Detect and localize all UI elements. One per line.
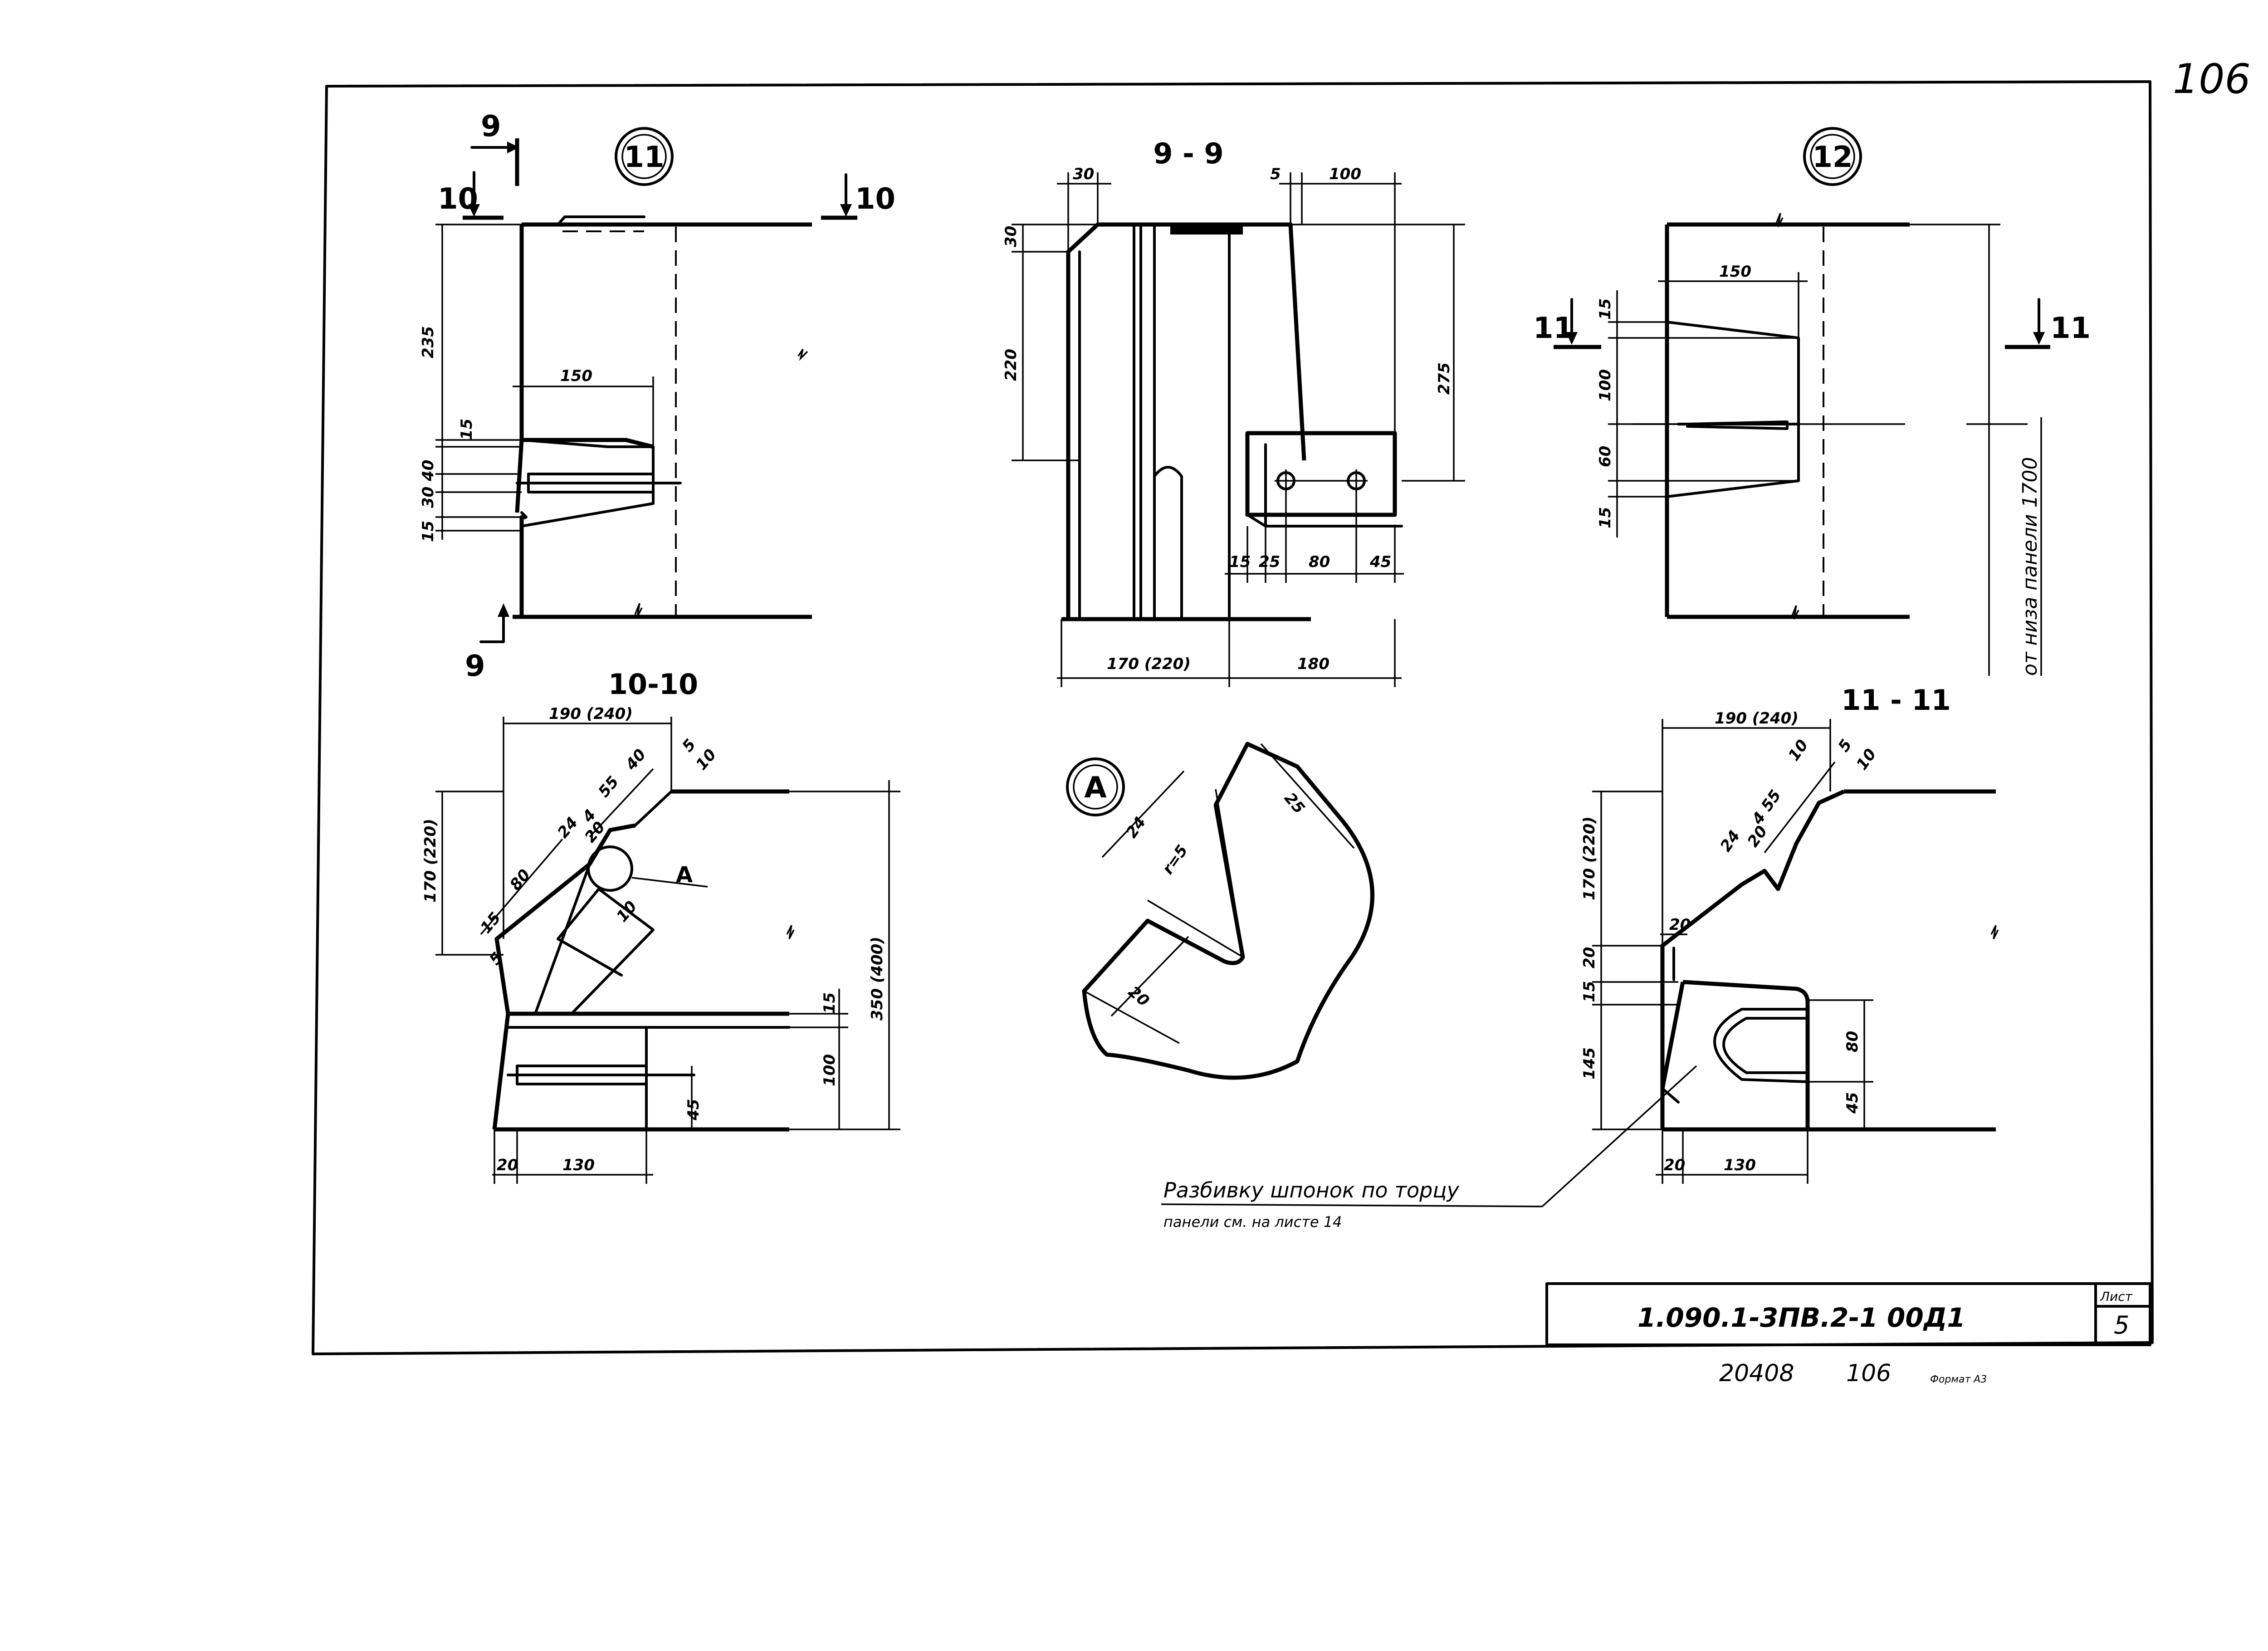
dim-20-s10: 20: [497, 1156, 518, 1174]
dim-4-55-s11: 4 55: [1748, 786, 1785, 828]
dim-170-220-s10: 170 (220): [421, 819, 440, 903]
dim-24-a: 24: [1123, 813, 1150, 841]
dim-10-incl-s11: 10: [1853, 745, 1880, 773]
dim-30-left: 30: [1002, 226, 1020, 247]
section-9-9-title: 9 - 9: [1153, 137, 1223, 170]
dim-20-a: 20: [1124, 982, 1153, 1010]
dim-190-240-s10: 190 (240): [549, 705, 633, 723]
view-section-10-10: 10-10 А 190 (240) 170 (220) 350 (400): [421, 668, 900, 1184]
node-11-label: 11: [624, 141, 664, 174]
dim-100-n12: 100: [1596, 369, 1614, 401]
dim-15-s10: 15: [821, 992, 839, 1014]
dim-20-s11-left: 20: [1580, 947, 1598, 968]
dim-15-b: 15: [419, 521, 437, 542]
dim-80-s10: 80: [506, 866, 534, 894]
dim-24-s11: 24: [1717, 827, 1744, 855]
cut-mark-10-right: 10: [855, 182, 895, 216]
dim-130-s11: 130: [1724, 1156, 1756, 1174]
dim-145-s11: 145: [1580, 1047, 1598, 1080]
dim-190-240-s11: 190 (240): [1715, 709, 1799, 728]
node-a-label: А: [1084, 771, 1107, 805]
dim-5-s10: 5: [679, 736, 699, 756]
dim-5-s11: 5: [1835, 736, 1856, 755]
drawing-designation: 1.090.1-3ПВ.2-1 00Д1: [1637, 1302, 1965, 1333]
dim-15-n12-a: 15: [1596, 298, 1614, 320]
dim-20-s11-bottom: 20: [1664, 1156, 1685, 1174]
dim-25-plate: 25: [1259, 553, 1280, 571]
dim-275: 275: [1435, 362, 1453, 395]
dim-80-plate: 80: [1309, 553, 1330, 571]
dim-350-400: 350 (400): [868, 937, 886, 1021]
dim-15-plate: 15: [1229, 553, 1251, 571]
section-11-11-title: 11 - 11: [1841, 684, 1950, 717]
format-label: Формат А3: [1930, 1374, 1987, 1385]
note-shear-keys: Разбивку шпонок по торцу панели см. на л…: [1161, 1065, 1697, 1231]
dim-100-top: 100: [1329, 165, 1361, 183]
footer: 20408 106 Формат А3: [1719, 1360, 1987, 1387]
dim-150-node11: 150: [560, 367, 592, 385]
dim-15-n12-b: 15: [1596, 507, 1614, 528]
drawing-frame: [312, 80, 2154, 1355]
note-line-1: Разбивку шпонок по торцу: [1163, 1178, 1460, 1202]
cut-mark-9-top: 9: [481, 110, 501, 143]
dim-170-220-s11: 170 (220): [1580, 816, 1598, 900]
view-node-12: 12 11 11 15 100 60 15 150: [1533, 127, 2091, 676]
view-node-a: А 24 r=5 25 20: [1066, 742, 1374, 1080]
cut-mark-11-left: 11: [1533, 312, 1574, 345]
dim-45-s11: 45: [1843, 1092, 1862, 1114]
side-note-from-panel-bottom: от низа панели 1700: [2019, 457, 2042, 676]
dim-5-incl-s10: 5: [486, 949, 507, 969]
dim-15-s11: 15: [1580, 981, 1598, 1002]
dim-25-a: 25: [1281, 789, 1308, 817]
dim-10-s11: 10: [1785, 736, 1812, 764]
callout-a-10-10: А: [676, 862, 693, 888]
dim-130-s10: 130: [562, 1156, 595, 1174]
section-10-10-title: 10-10: [608, 668, 698, 701]
view-node-11: 11 9 10 10: [419, 110, 895, 683]
dim-220: 220: [1002, 349, 1020, 381]
dim-24-s10: 24: [554, 814, 582, 842]
cut-mark-9-bottom: 9: [465, 650, 485, 683]
sheet-label: Лист: [2100, 1289, 2133, 1304]
dim-30-top: 30: [1073, 165, 1094, 183]
cut-mark-11-right: 11: [2050, 312, 2091, 345]
title-block: 1.090.1-3ПВ.2-1 00Д1 Лист 5: [1545, 1282, 2151, 1346]
dim-100-s10: 100: [821, 1054, 839, 1086]
dim-180: 180: [1297, 655, 1330, 673]
dim-30-40: 30 40: [419, 460, 437, 508]
copy-number: 106: [1846, 1360, 1891, 1387]
dim-80-s11: 80: [1843, 1031, 1862, 1052]
dim-170-220-sec99: 170 (220): [1107, 655, 1191, 673]
view-section-11-11: 11 - 11 190 (240) 170 (220) 20 15 145 20…: [1580, 684, 1999, 1184]
dim-15-incl-s10: 15: [477, 909, 504, 937]
page-number: 106: [2173, 55, 2251, 103]
dim-20-incl-s11: 20: [1744, 822, 1771, 850]
dim-55-s10: 55: [595, 773, 622, 801]
dim-r5-a: r=5: [1159, 842, 1192, 878]
dim-15-a: 15: [458, 419, 476, 440]
dim-40-s10: 40: [622, 746, 650, 774]
note-line-2: панели см. на листе 14: [1163, 1213, 1342, 1231]
dim-5-top: 5: [1270, 165, 1281, 183]
dim-20-s11-top: 20: [1669, 916, 1691, 934]
view-section-9-9: 9 - 9 30 5 100 30: [1002, 137, 1465, 687]
dim-150-n12: 150: [1719, 263, 1751, 281]
sheet-number: 5: [2114, 1311, 2129, 1339]
dim-45-s10: 45: [684, 1099, 703, 1121]
dim-45-plate: 45: [1369, 553, 1391, 571]
node-12-label: 12: [1812, 141, 1853, 174]
inventory-number: 20408: [1719, 1360, 1794, 1387]
dim-60-n12: 60: [1596, 446, 1614, 467]
dim-235: 235: [419, 326, 437, 358]
